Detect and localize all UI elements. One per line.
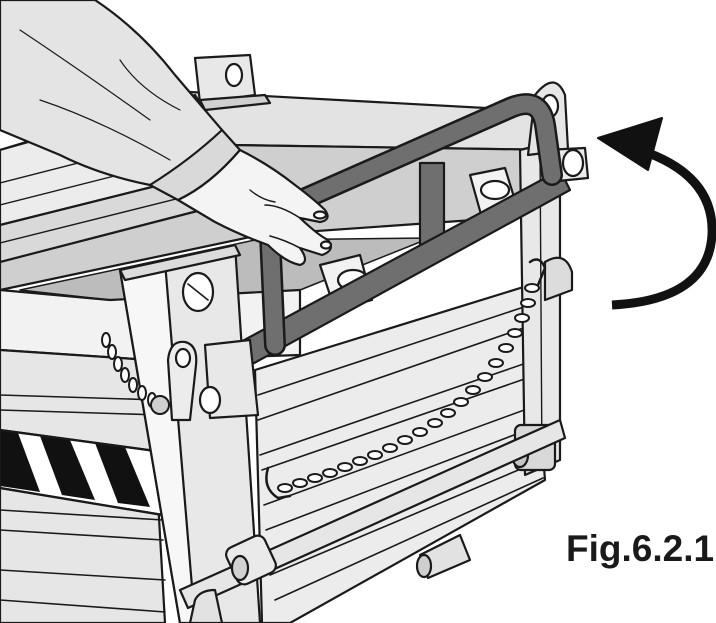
left-chain-shackle <box>166 340 198 422</box>
back-left-lifting-lug <box>193 53 272 112</box>
lower-pin-assembly <box>178 418 567 623</box>
operator-hand <box>176 148 333 267</box>
right-chain-hooks <box>265 258 547 500</box>
hazard-stripe-band <box>0 428 165 517</box>
curved-arrow-icon <box>597 117 716 310</box>
left-safety-chain <box>101 332 170 415</box>
left-bar-bracket <box>198 338 260 420</box>
figure-label: Fig.6.2.1 <box>566 528 715 569</box>
front-left-corner-post <box>118 243 262 623</box>
operator-arm <box>0 0 242 202</box>
right-safety-chain <box>277 283 540 493</box>
